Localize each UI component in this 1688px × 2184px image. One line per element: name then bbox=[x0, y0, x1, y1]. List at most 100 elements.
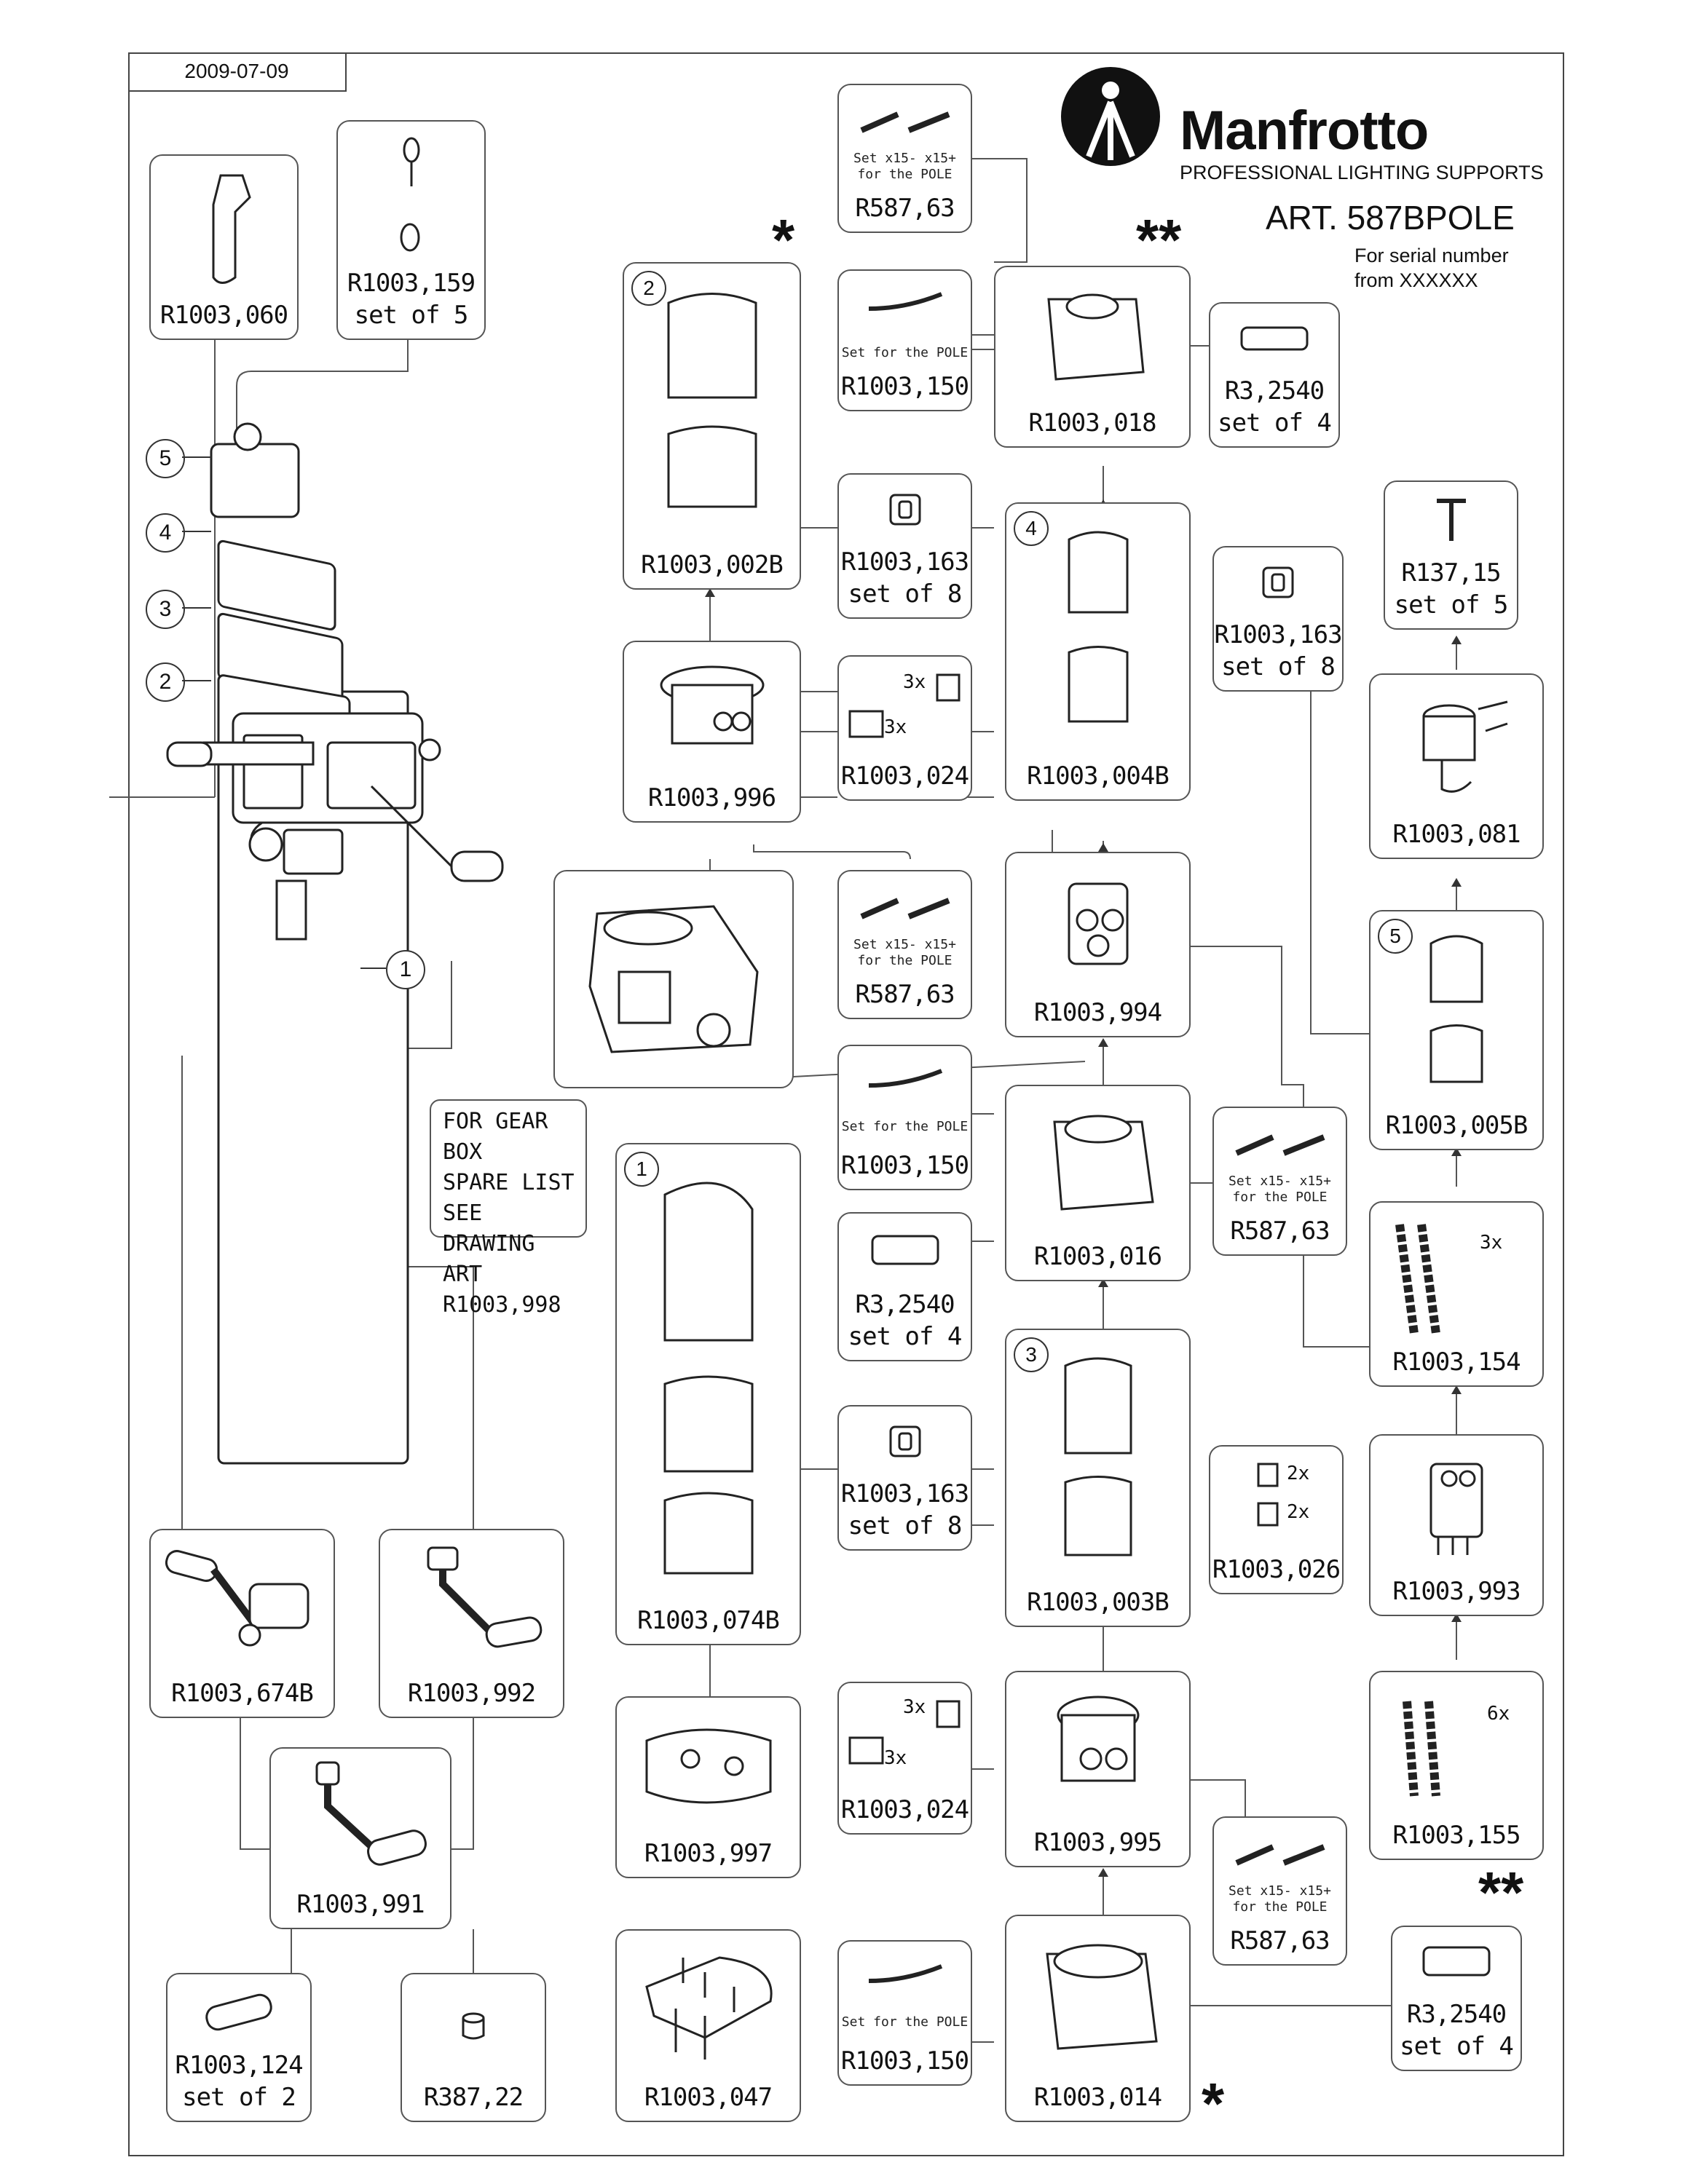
part-number: R1003,047 bbox=[644, 2083, 773, 2112]
part-r1003-992[interactable]: R1003,992 bbox=[379, 1529, 564, 1718]
part-number: R3,2540 bbox=[1406, 2000, 1507, 2029]
part-r1003-994[interactable]: R1003,994 bbox=[1005, 852, 1191, 1037]
part-number: R1003,994 bbox=[1033, 998, 1162, 1027]
part-r1003-150-b[interactable]: Set for the POLE R1003,150 bbox=[837, 1045, 972, 1190]
pole-assembly-drawing bbox=[166, 422, 504, 1465]
part-r587-63-a[interactable]: Set x15- x15+ for the POLE R587,63 bbox=[837, 84, 972, 233]
pole-set-text: Set for the POLE bbox=[841, 2014, 969, 2030]
drawing-frame bbox=[128, 52, 1564, 2156]
base-plate-icon bbox=[617, 1939, 800, 2070]
part-r1003-024-a[interactable]: 3x 3x R1003,024 bbox=[837, 655, 972, 801]
pole-for-line: for the POLE bbox=[1232, 1899, 1328, 1915]
part-number: R1003,997 bbox=[644, 1839, 773, 1868]
end-cap-icon bbox=[1392, 1936, 1521, 1988]
part-r3-2540-c[interactable]: R3,2540 set of 4 bbox=[1391, 1926, 1522, 2071]
part-r1003-026[interactable]: 2x 2x R1003,026 bbox=[1209, 1445, 1344, 1594]
crank-arm-icon bbox=[380, 1539, 563, 1666]
part-r1003-002b[interactable]: 2 R1003,002B bbox=[623, 262, 801, 590]
part-r3-2540-a[interactable]: R3,2540 set of 4 bbox=[1209, 302, 1340, 448]
article-number: ART. 587BPOLE bbox=[1266, 199, 1515, 237]
part-number: R1003,014 bbox=[1033, 2083, 1162, 2112]
section-badge: 2 bbox=[631, 271, 666, 306]
part-r1003-018[interactable]: R1003,018 bbox=[994, 266, 1191, 448]
part-r1003-159[interactable]: R1003,159 set of 5 bbox=[336, 120, 486, 340]
gear-note-line-3: SEE DRAWING bbox=[443, 1200, 535, 1257]
part-number: R1003,159 bbox=[347, 269, 476, 298]
pole-strip-icon bbox=[1214, 1117, 1346, 1174]
part-number: R1003,150 bbox=[840, 372, 969, 401]
part-number: R1003,016 bbox=[1033, 1242, 1162, 1271]
part-number: R1003,026 bbox=[1212, 1555, 1341, 1584]
pole-for-line: for the POLE bbox=[857, 167, 953, 182]
part-label: R3,2540 set of 4 bbox=[1392, 1998, 1521, 2062]
part-number: R1003,124 bbox=[175, 2051, 303, 2080]
part-r1003-014[interactable]: R1003,014 bbox=[1005, 1915, 1191, 2122]
part-r1003-004b[interactable]: 4 R1003,004B bbox=[1005, 502, 1191, 801]
part-r587-63-d[interactable]: Set x15- x15+ for the POLE R587,63 bbox=[1212, 1816, 1347, 1966]
part-r1003-150-c[interactable]: Set for the POLE R1003,150 bbox=[837, 1940, 972, 2086]
single-star-marker-top: * bbox=[772, 207, 795, 272]
part-number: R1003,060 bbox=[159, 301, 288, 330]
slider-pad-icon bbox=[1214, 556, 1342, 609]
quantity: 3x bbox=[1480, 1232, 1503, 1254]
part-r1003-003b[interactable]: 3 R1003,003B bbox=[1005, 1329, 1191, 1627]
gear-note-line-2: SPARE LIST bbox=[443, 1170, 575, 1195]
double-star-marker-top: ** bbox=[1136, 207, 1182, 272]
part-number: R1003,018 bbox=[1028, 408, 1156, 438]
part-r1003-124[interactable]: R1003,124 set of 2 bbox=[166, 1973, 312, 2122]
part-r587-63-c[interactable]: Set x15- x15+ for the POLE R587,63 bbox=[1212, 1107, 1347, 1256]
part-r3-2540-b[interactable]: R3,2540 set of 4 bbox=[837, 1212, 972, 1361]
crank-handle-icon bbox=[151, 1539, 334, 1666]
part-r1003-081[interactable]: R1003,081 bbox=[1369, 673, 1544, 859]
part-label: R3,2540 set of 4 bbox=[839, 1289, 971, 1353]
crank-arm-icon bbox=[271, 1757, 450, 1877]
part-r1003-074b[interactable]: 1 R1003,074B bbox=[615, 1143, 801, 1645]
part-r1003-024-b[interactable]: 3x 3x R1003,024 bbox=[837, 1682, 972, 1835]
gear-box-assembly[interactable] bbox=[553, 870, 794, 1088]
part-number: R1003,003B bbox=[1027, 1588, 1170, 1617]
quantity-1: 3x bbox=[903, 1696, 926, 1718]
pulley-stack-icon bbox=[1370, 1444, 1542, 1564]
part-number: R587,63 bbox=[1230, 1926, 1330, 1955]
part-r1003-060[interactable]: R1003,060 bbox=[149, 154, 299, 340]
part-r1003-155[interactable]: 6x R1003,155 bbox=[1369, 1671, 1544, 1860]
part-number: R1003,150 bbox=[840, 2046, 969, 2076]
part-r1003-154[interactable]: 3x R1003,154 bbox=[1369, 1201, 1544, 1387]
part-number: R387,22 bbox=[423, 2083, 524, 2112]
brand-name: Manfrotto bbox=[1180, 100, 1429, 162]
part-label: R1003,124 set of 2 bbox=[167, 2049, 310, 2113]
part-number: R3,2540 bbox=[855, 1290, 955, 1319]
pole-strip-icon bbox=[839, 880, 971, 938]
part-r1003-016[interactable]: R1003,016 bbox=[1005, 1085, 1191, 1281]
part-number: R1003,081 bbox=[1392, 820, 1521, 849]
part-r1003-991[interactable]: R1003,991 bbox=[269, 1747, 451, 1929]
clamp-lever-icon bbox=[151, 165, 297, 288]
part-r1003-674b[interactable]: R1003,674B bbox=[149, 1529, 335, 1718]
ring-pin-icon bbox=[338, 130, 484, 257]
part-r1003-996[interactable]: R1003,996 bbox=[623, 641, 801, 823]
serial-line-2: from XXXXXX bbox=[1354, 269, 1478, 291]
part-number: R1003,996 bbox=[647, 783, 776, 812]
part-number: R1003,992 bbox=[407, 1679, 536, 1708]
callout-1: 1 bbox=[386, 950, 425, 989]
part-r1003-150-a[interactable]: Set for the POLE R1003,150 bbox=[837, 269, 972, 411]
part-r1003-005b[interactable]: 5 R1003,005B bbox=[1369, 910, 1544, 1150]
chain-icon bbox=[1403, 1701, 1440, 1797]
part-r1003-995[interactable]: R1003,995 bbox=[1005, 1671, 1191, 1867]
part-label: R1003,159 set of 5 bbox=[338, 267, 484, 331]
part-r1003-163-c[interactable]: R1003,163 set of 8 bbox=[837, 1405, 972, 1551]
part-r1003-993[interactable]: R1003,993 bbox=[1369, 1434, 1544, 1616]
part-label: R1003,163 set of 8 bbox=[1214, 619, 1342, 683]
part-number: R1003,004B bbox=[1027, 761, 1170, 791]
part-r137-15[interactable]: R137,15 set of 5 bbox=[1384, 480, 1518, 630]
part-r1003-163-b[interactable]: R1003,163 set of 8 bbox=[1212, 546, 1344, 692]
part-r587-63-b[interactable]: Set x15- x15+ for the POLE R587,63 bbox=[837, 870, 972, 1019]
part-r1003-163-a[interactable]: R1003,163 set of 8 bbox=[837, 473, 972, 619]
pole-set-line: Set x15- x15+ bbox=[1228, 1174, 1331, 1189]
part-r1003-997[interactable]: R1003,997 bbox=[615, 1696, 801, 1878]
part-r387-22[interactable]: R387,22 bbox=[401, 1973, 546, 2122]
pole-for-line: for the POLE bbox=[1232, 1190, 1328, 1205]
collar-icon bbox=[1006, 1925, 1189, 2070]
part-r1003-047[interactable]: R1003,047 bbox=[615, 1929, 801, 2122]
quantity-2: 3x bbox=[884, 716, 907, 738]
